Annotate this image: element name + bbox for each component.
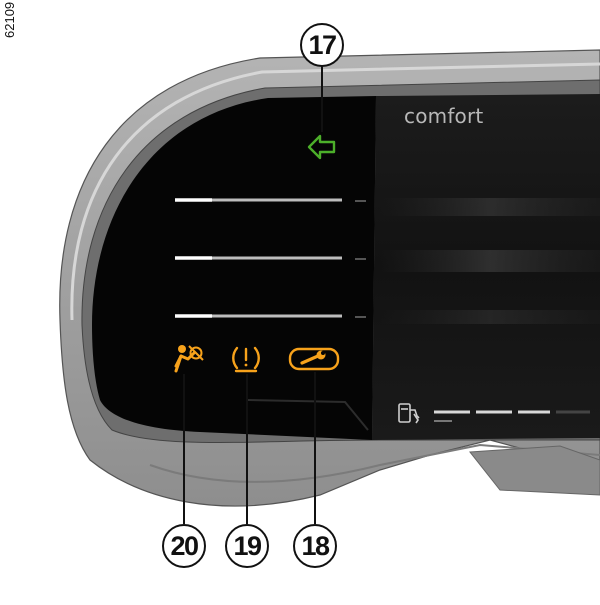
figure-reference-id: 62109 <box>2 1 17 38</box>
direction-arrow-indicator <box>307 134 336 160</box>
fuel-gauge <box>398 403 590 424</box>
callout-leaders <box>183 66 323 524</box>
callout-20: 20 <box>162 524 206 568</box>
tyre-pressure-icon <box>232 346 260 373</box>
housing-lower-ridge <box>149 443 600 483</box>
drive-mode-label: comfort <box>404 104 484 128</box>
housing-highlight <box>70 62 600 321</box>
panel-streak-3 <box>380 310 600 324</box>
left-screen <box>92 96 376 440</box>
panel-streak-2 <box>380 250 600 272</box>
airbag-off-icon <box>174 345 204 373</box>
callout-19: 19 <box>225 524 269 568</box>
screen-lower-trim <box>247 399 369 431</box>
callout-17: 17 <box>300 23 344 67</box>
housing-lower-panel <box>469 445 600 496</box>
service-wrench-icon <box>288 347 340 371</box>
panel-streak-1 <box>380 198 600 216</box>
fuel-pump-icon <box>398 403 420 424</box>
gauge-lines <box>175 198 366 318</box>
callout-18: 18 <box>293 524 337 568</box>
